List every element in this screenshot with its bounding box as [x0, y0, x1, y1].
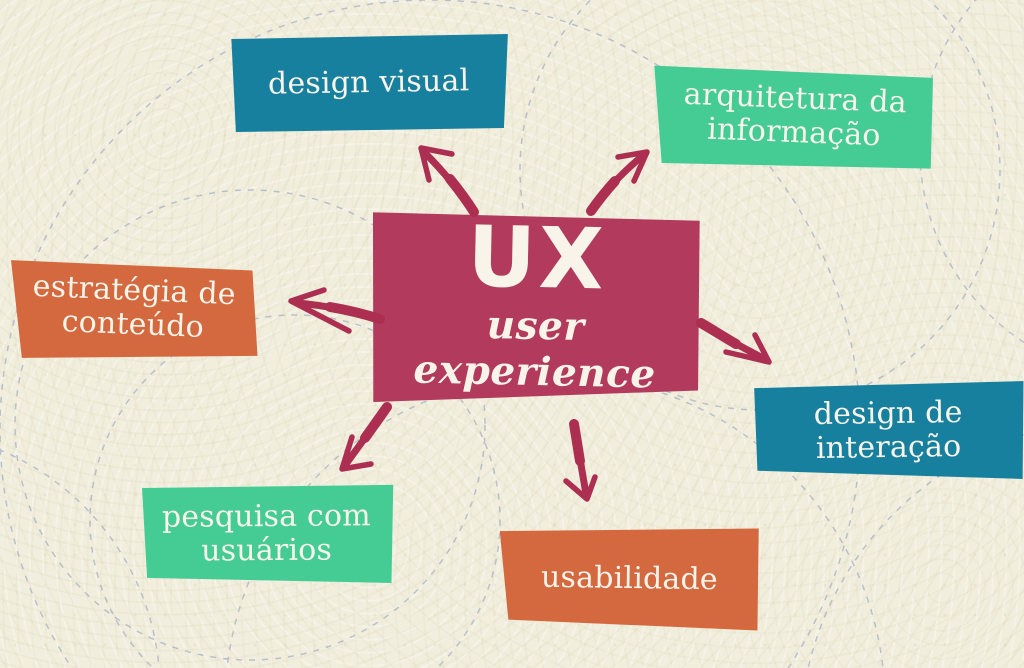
node-design-visual: design visual: [231, 34, 508, 132]
arrow-to-arquitetura: [586, 149, 650, 216]
node-pesquisa-com-usuarios: pesquisa com usuários: [142, 484, 394, 583]
dashed-circle: [519, 0, 1001, 411]
arrow-to-pesquisa: [339, 402, 392, 472]
arrow-to-usabilidade: [563, 419, 598, 502]
arrow-to-interacao: [696, 318, 772, 365]
node-ux-center: UX user experience: [372, 212, 700, 403]
arrow-to-design-visual: [418, 145, 479, 217]
node-usabilidade: usabilidade: [499, 528, 759, 631]
arrow-to-estrategia: [288, 287, 385, 334]
dashed-circle: [89, 314, 501, 668]
node-estrategia-de-conteudo: estratégia de conteúdo: [11, 260, 258, 358]
node-design-de-interacao: design de interação: [754, 381, 1024, 479]
node-arquitetura-da-informacao: arquitetura da informação: [654, 65, 934, 169]
dashed-circle: [14, 189, 486, 661]
